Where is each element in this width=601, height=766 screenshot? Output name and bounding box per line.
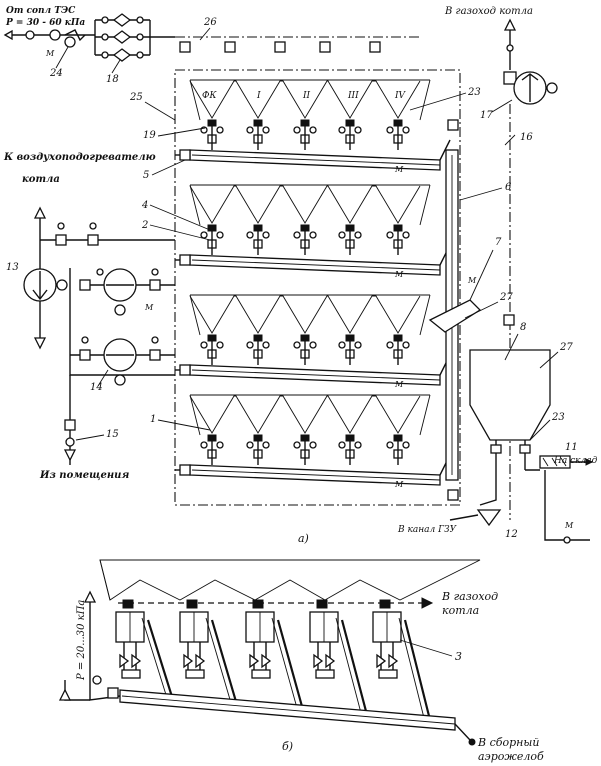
b-collector-label-2: аэрожелоб	[478, 750, 544, 763]
air-heater-label-1: К воздухоподогревателю	[3, 152, 156, 163]
num-1: 1	[150, 414, 156, 425]
num-19: 19	[143, 130, 156, 141]
num-17: 17	[480, 110, 493, 121]
silo: 8 27 23 11 На склад 12 В канал ГЗУ М	[397, 322, 598, 544]
source-label-line1: От сопл ТЭС	[6, 6, 76, 16]
b-unit-5	[372, 599, 432, 721]
num-23: 23	[467, 87, 481, 98]
from-room-label: Из помещения	[39, 470, 129, 481]
air-supply-line: От сопл ТЭС P = 30 - 60 кПа 24 М 18 26	[3, 6, 420, 85]
hopper-row-2: М	[175, 184, 451, 279]
source-label-line2: P = 30 - 60 кПа	[5, 18, 85, 28]
num-3: 3	[455, 650, 462, 663]
num-12: 12	[505, 529, 518, 540]
num-2: 2	[141, 220, 148, 231]
to-gzu-label: В канал ГЗУ	[397, 525, 458, 535]
air-heater-label-2: котла	[22, 174, 60, 185]
fig-b: В газоход котла 3 В сборный аэрожелоб P …	[58, 559, 544, 763]
fig-a-label: а)	[298, 532, 309, 545]
left-air-supply: К воздухоподогревателю котла 13 1	[3, 152, 175, 481]
to-boiler-flue-label: В газоход котла	[444, 6, 533, 17]
num-24: 24	[49, 68, 63, 79]
b-pressure-label: P = 20...30 кПа	[76, 600, 87, 681]
motor-label-24: М	[45, 49, 55, 58]
roman-fk: ФК	[202, 91, 217, 101]
hopper-row-1: М	[175, 79, 451, 174]
roman-1: I	[256, 91, 261, 101]
b-flue-label-1: В газоход	[441, 590, 498, 603]
roman-4: IV	[394, 91, 407, 101]
hopper-building-frame	[174, 69, 461, 506]
fig-b-label: б)	[282, 740, 293, 753]
num-11: 11	[565, 442, 578, 453]
roman-2: II	[302, 91, 311, 101]
num-27: 27	[499, 292, 513, 303]
num-5: 5	[143, 170, 149, 181]
num-25: 25	[129, 92, 143, 103]
b-unit-1	[115, 599, 175, 701]
roman-3: III	[347, 91, 359, 101]
flue-outlet: В газоход котла 17 16	[444, 6, 558, 520]
top-valves	[179, 41, 381, 53]
b-collector-label-1: В сборный	[477, 736, 539, 749]
hopper-row-3: М	[175, 294, 451, 389]
motor-row-4: М	[394, 480, 404, 489]
b-unit-3	[245, 599, 305, 711]
vertical-aerochute: 6 7 М 27	[428, 119, 513, 501]
num-26: 26	[203, 17, 217, 28]
num-18: 18	[106, 74, 119, 85]
to-warehouse-label: На склад	[553, 456, 598, 466]
num-27b: 27	[559, 342, 573, 353]
motor-7: М	[467, 276, 477, 285]
motor-row-1: М	[394, 165, 404, 174]
motor-row-3: М	[394, 380, 404, 389]
hopper-row-4: М	[175, 394, 451, 489]
num-15: 15	[106, 429, 119, 440]
num-14: 14	[90, 382, 103, 393]
num-13: 13	[6, 262, 19, 273]
b-unit-4	[309, 599, 369, 716]
motor-12: М	[564, 521, 574, 530]
num-7: 7	[495, 237, 502, 248]
hopper-rows: М М М М	[175, 79, 451, 489]
b-flue-label-2: котла	[442, 604, 479, 617]
motor-row-2: М	[394, 270, 404, 279]
num-4: 4	[141, 200, 148, 211]
num-16: 16	[520, 132, 533, 143]
motor-left: М	[144, 303, 154, 312]
b-unit-2	[179, 599, 239, 706]
num-6: 6	[505, 182, 512, 193]
num-23b: 23	[551, 412, 565, 423]
num-8: 8	[520, 322, 526, 333]
